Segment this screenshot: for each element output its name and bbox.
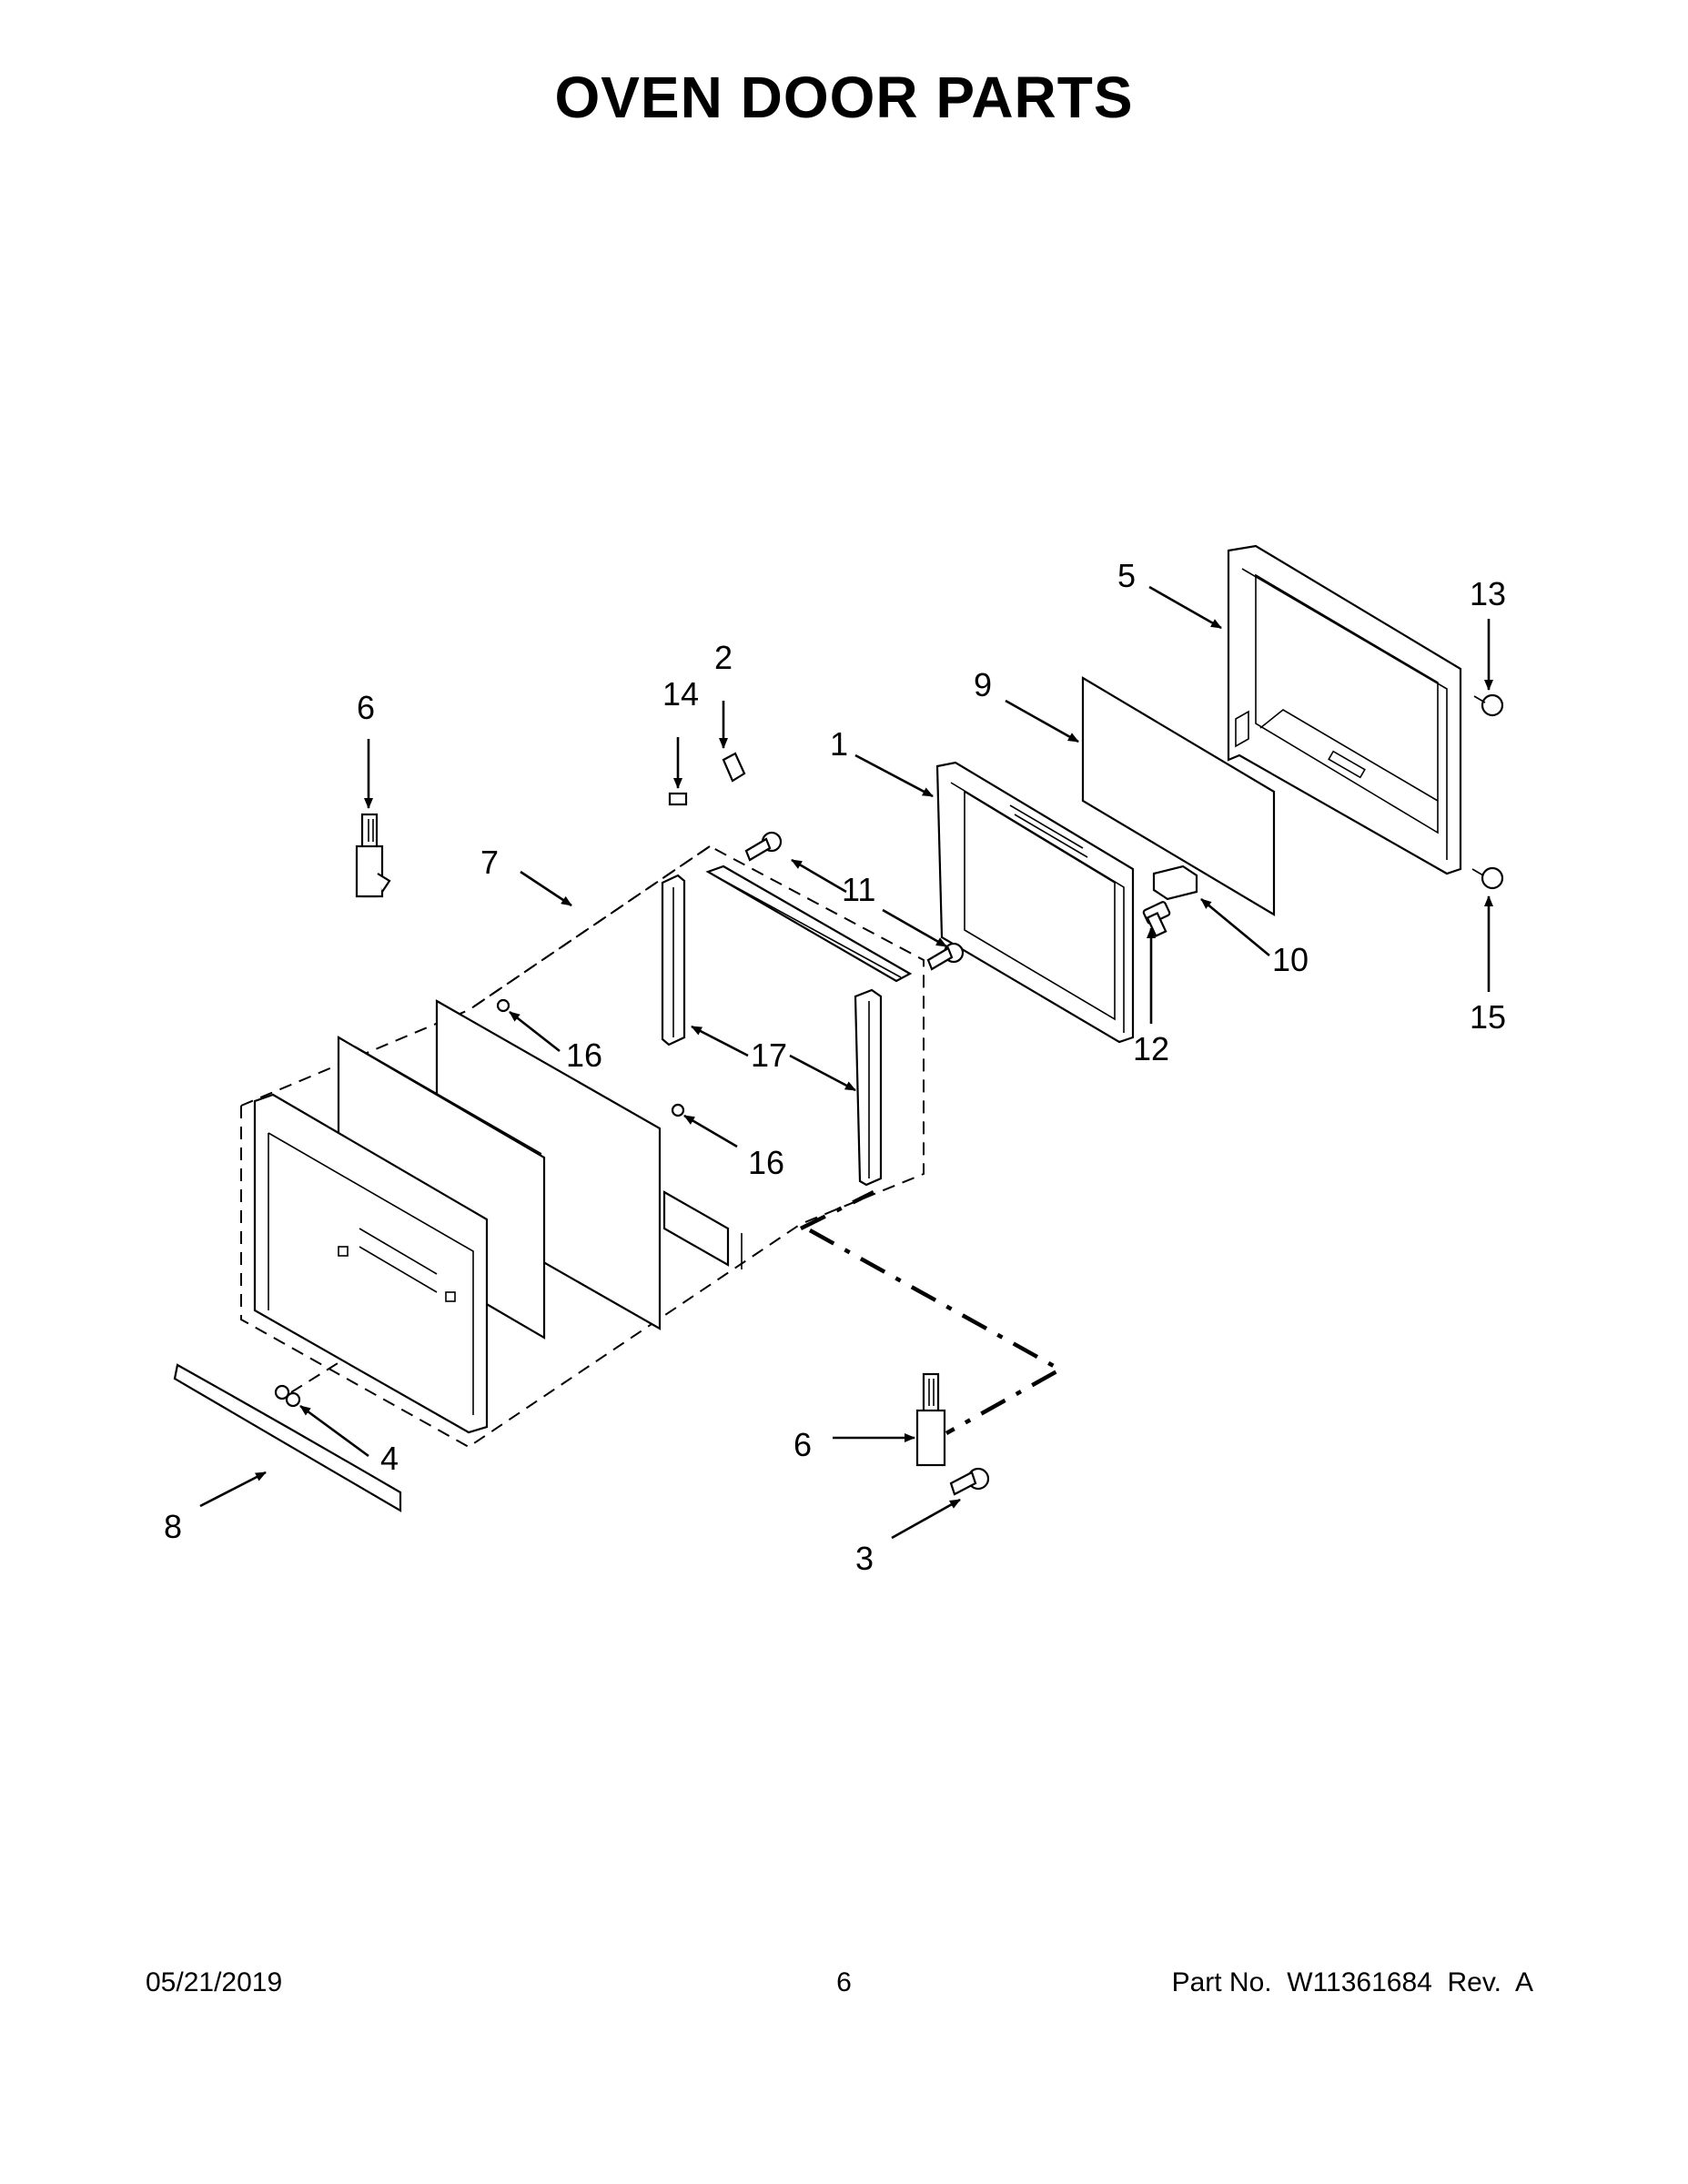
- clip-part-14: [668, 792, 688, 806]
- callout-16-upper: 16: [566, 1036, 602, 1074]
- callout-8: 8: [164, 1508, 182, 1545]
- callout-13: 13: [1470, 575, 1506, 612]
- door-handle-part: [173, 1363, 402, 1512]
- screw-icon-13: [1473, 693, 1504, 717]
- callout-10: 10: [1272, 941, 1309, 978]
- side-bracket-part-left: [661, 874, 686, 1046]
- callout-9: 9: [974, 666, 992, 703]
- page-title: OVEN DOOR PARTS: [554, 65, 1134, 130]
- callout-16-lower: 16: [748, 1144, 784, 1181]
- handle-fastener-part: [274, 1384, 301, 1408]
- outer-door-assembly-outline: [240, 844, 925, 1449]
- screw-icon-15: [1471, 866, 1504, 890]
- footer-part-number: Part No. W11361684 Rev. A: [1171, 1967, 1533, 1997]
- grommet-part-upper: [496, 998, 510, 1013]
- callout-6-upper: 6: [357, 689, 375, 726]
- callout-5: 5: [1117, 557, 1136, 594]
- callout-3: 3: [855, 1540, 874, 1577]
- clip-part-2: [722, 752, 746, 783]
- outer-door-panel-part: [253, 1093, 489, 1434]
- callout-14: 14: [662, 675, 699, 713]
- callout-12: 12: [1133, 1030, 1169, 1067]
- screw-icon-12: [1142, 901, 1171, 937]
- footer-page-number: 6: [836, 1967, 852, 1997]
- side-bracket-part-right: [854, 988, 883, 1187]
- grommet-part-lower: [671, 1103, 685, 1117]
- door-hinge-part-left: [355, 813, 391, 898]
- callout-1: 1: [830, 725, 848, 763]
- hinge-path-line: [799, 1189, 1065, 1435]
- screw-icon-11-top: [744, 831, 783, 862]
- inner-door-frame-part: [1227, 544, 1462, 875]
- door-hinge-part-right: [915, 1372, 946, 1467]
- callout-2: 2: [714, 639, 733, 676]
- inner-glass-panel-part: [1081, 676, 1276, 916]
- hinge-bracket-part: [1152, 864, 1198, 901]
- callout-11: 11: [842, 871, 875, 908]
- screw-icon-3: [949, 1467, 990, 1496]
- callout-4: 4: [380, 1440, 399, 1477]
- callout-6-lower: 6: [793, 1426, 812, 1463]
- callout-7: 7: [480, 844, 499, 881]
- top-door-channel-part: [705, 864, 913, 983]
- callout-17: 17: [751, 1036, 787, 1074]
- callout-leader-lines: [199, 585, 1493, 1540]
- callout-15: 15: [1470, 998, 1506, 1036]
- footer-date: 05/21/2019: [146, 1967, 283, 1997]
- glass-strip-part: [662, 1190, 743, 1269]
- screw-icon-11-bottom: [926, 942, 965, 971]
- inner-door-panel-part: [935, 761, 1135, 1044]
